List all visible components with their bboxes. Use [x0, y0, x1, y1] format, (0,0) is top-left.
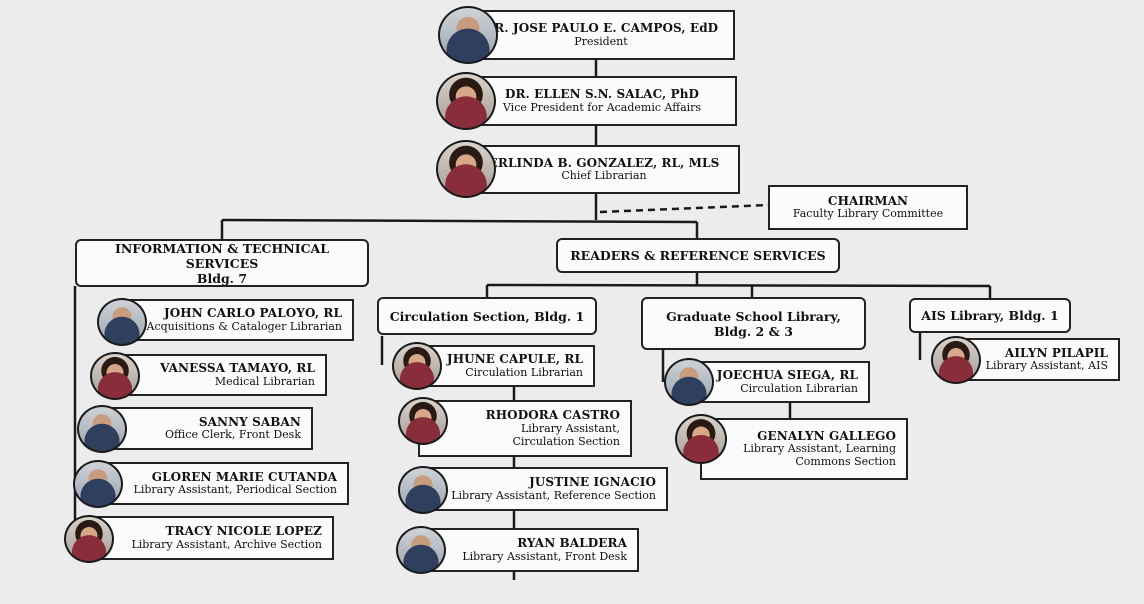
chief-librarian-name: ERLINDA B. GONZALEZ, RL, MLS	[488, 155, 720, 170]
staff-photo	[931, 336, 981, 384]
staff-photo	[398, 397, 448, 445]
staff-role: Acquisitions & Cataloger Librarian	[146, 319, 343, 333]
staff-photo	[97, 298, 147, 346]
staff-name: SANNY SABAN	[198, 414, 301, 429]
chief-librarian-photo	[436, 140, 496, 198]
staff-role: Circulation Librarian	[465, 365, 583, 379]
staff-role: Circulation Librarian	[740, 381, 858, 395]
staff-name: RYAN BALDERA	[517, 536, 627, 551]
circulation-header: Circulation Section, Bldg. 1	[377, 297, 597, 335]
staff-role: Library Assistant, Periodical Section	[133, 483, 337, 497]
circulation-title: Circulation Section, Bldg. 1	[389, 308, 585, 324]
staff-photo	[398, 466, 448, 514]
staff-photo	[392, 342, 442, 390]
committee-subtitle: Faculty Library Committee	[792, 207, 944, 221]
its-header: INFORMATION & TECHNICAL SERVICES Bldg. 7	[75, 239, 369, 287]
staff-photo	[90, 352, 140, 400]
staff-card: RYAN BALDERA Library Assistant, Front De…	[425, 528, 639, 572]
chief-librarian-box: ERLINDA B. GONZALEZ, RL, MLS Chief Libra…	[468, 145, 740, 194]
staff-name: JHUNE CAPULE, RL	[446, 352, 583, 367]
staff-role: Medical Librarian	[214, 374, 315, 388]
connector	[221, 218, 698, 224]
chief-librarian-role: Chief Librarian	[561, 169, 647, 183]
staff-card: JOHN CARLO PALOYO, RL Acquisitions & Cat…	[125, 299, 354, 341]
staff-name: TRACY NICOLE LOPEZ	[165, 524, 322, 539]
staff-role: Library Assistant, Archive Section	[131, 537, 322, 551]
staff-card: GLOREN MARIE CUTANDA Library Assistant, …	[101, 462, 349, 505]
graduate-header: Graduate School Library, Bldg. 2 & 3	[641, 297, 866, 350]
staff-name: GENALYN GALLEGO	[757, 428, 896, 443]
rrs-title: READERS & REFERENCE SERVICES	[570, 248, 826, 263]
staff-name: VANESSA TAMAYO, RL	[160, 361, 315, 376]
connector	[486, 283, 991, 288]
its-title: INFORMATION & TECHNICAL SERVICES	[114, 240, 330, 271]
president-name: DR. JOSE PAULO E. CAMPOS, EdD	[483, 21, 719, 36]
staff-role: Library Assistant, Front Desk	[462, 549, 627, 563]
president-role: President	[574, 34, 628, 48]
staff-card: RHODORA CASTRO Library Assistant, Circul…	[418, 400, 632, 457]
graduate-subtitle: Bldg. 2 & 3	[714, 323, 793, 339]
staff-name: JOECHUA SIEGA, RL	[716, 368, 858, 383]
ais-title: AIS Library, Bldg. 1	[921, 308, 1059, 323]
staff-name: GLOREN MARIE CUTANDA	[151, 469, 337, 484]
vp-photo	[436, 72, 496, 130]
vp-name: DR. ELLEN S.N. SALAC, PhD	[504, 87, 700, 102]
staff-photo	[664, 358, 714, 406]
president-photo	[438, 6, 498, 64]
staff-photo	[64, 515, 114, 563]
staff-role: Library Assistant, Reference Section	[451, 488, 656, 502]
committee-title: CHAIRMAN	[827, 193, 909, 208]
staff-photo	[73, 460, 123, 508]
its-subtitle: Bldg. 7	[196, 270, 248, 286]
staff-card: JOECHUA SIEGA, RL Circulation Librarian	[690, 361, 870, 403]
staff-name: AILYN PILAPIL	[1004, 345, 1108, 360]
staff-role: Library Assistant, Circulation Section	[512, 421, 620, 448]
staff-card: TRACY NICOLE LOPEZ Library Assistant, Ar…	[92, 516, 334, 560]
staff-photo	[675, 414, 727, 464]
ais-header: AIS Library, Bldg. 1	[909, 298, 1071, 333]
graduate-title: Graduate School Library,	[666, 308, 841, 324]
staff-name: JOHN CARLO PALOYO, RL	[163, 306, 342, 321]
staff-name: RHODORA CASTRO	[485, 408, 620, 423]
staff-photo	[77, 405, 127, 453]
staff-role: Library Assistant, AIS	[985, 359, 1108, 373]
staff-card: GENALYN GALLEGO Library Assistant, Learn…	[700, 418, 908, 480]
staff-role: Office Clerk, Front Desk	[164, 428, 301, 442]
staff-card: VANESSA TAMAYO, RL Medical Librarian	[117, 354, 327, 396]
rrs-header: READERS & REFERENCE SERVICES	[556, 238, 840, 273]
committee-box: CHAIRMAN Faculty Library Committee	[768, 185, 968, 230]
staff-photo	[396, 526, 446, 574]
vp-box: DR. ELLEN S.N. SALAC, PhD Vice President…	[467, 76, 737, 126]
staff-card: JHUNE CAPULE, RL Circulation Librarian	[418, 345, 595, 387]
dashed-connector	[599, 203, 769, 214]
president-box: DR. JOSE PAULO E. CAMPOS, EdD President	[467, 10, 735, 60]
vp-role: Vice President for Academic Affairs	[502, 100, 702, 114]
staff-name: JUSTINE IGNACIO	[529, 475, 656, 490]
staff-role: Library Assistant, Learning Commons Sect…	[743, 442, 896, 469]
staff-card: JUSTINE IGNACIO Library Assistant, Refer…	[425, 467, 668, 511]
staff-card: SANNY SABAN Office Clerk, Front Desk	[104, 407, 313, 450]
